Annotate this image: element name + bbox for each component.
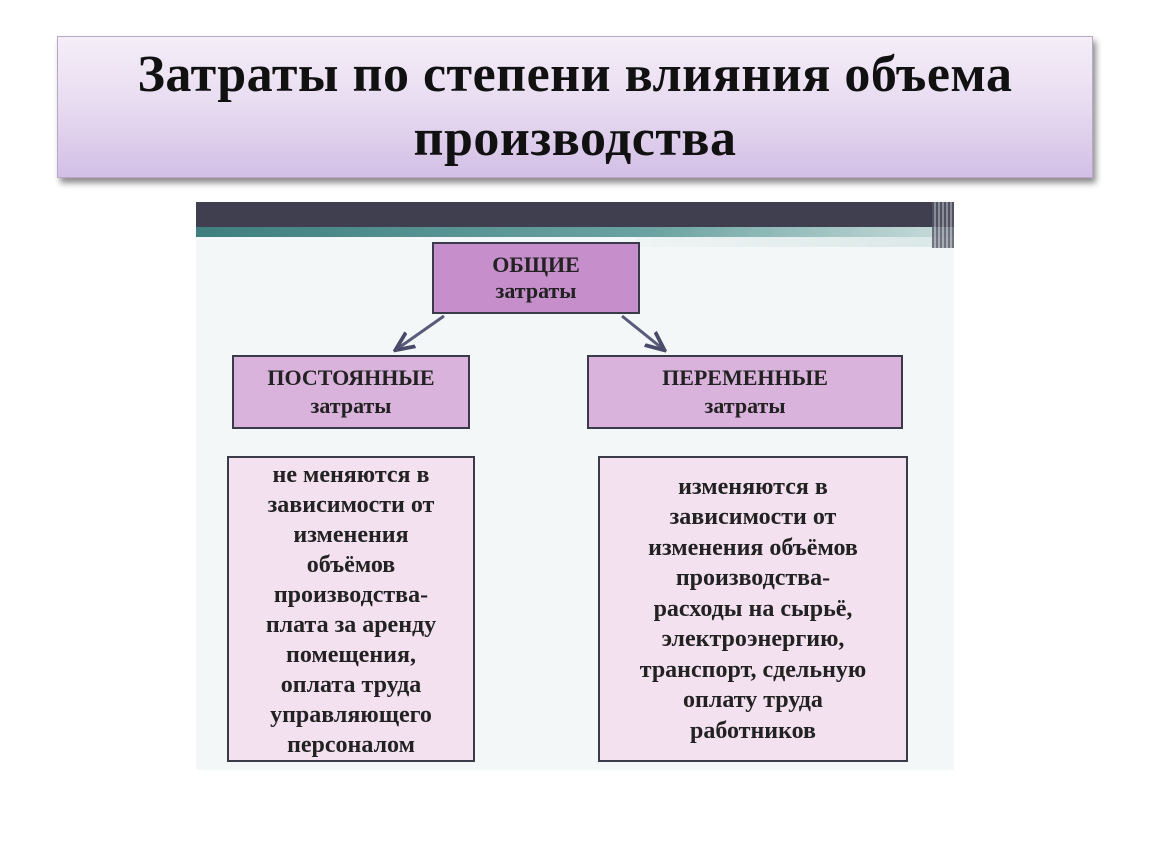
slide-title-box: Затраты по степени влияния объема произв… [57,36,1093,178]
variable-costs-description: изменяются в зависимости от изменения об… [598,456,908,762]
panel-accent-light [636,237,954,247]
panel-header-bar [196,202,954,227]
panel-stripes [932,202,954,248]
fixed-costs-box: ПОСТОЯННЫЕ затраты [232,355,470,429]
fixed-costs-description: не меняются в зависимости от изменения о… [227,456,475,762]
variable-costs-box: ПЕРЕМЕННЫЕ затраты [587,355,903,429]
general-costs-box: ОБЩИЕ затраты [432,242,640,314]
slide-title: Затраты по степени влияния объема произв… [137,46,1013,167]
panel-accent-bar [196,227,954,237]
